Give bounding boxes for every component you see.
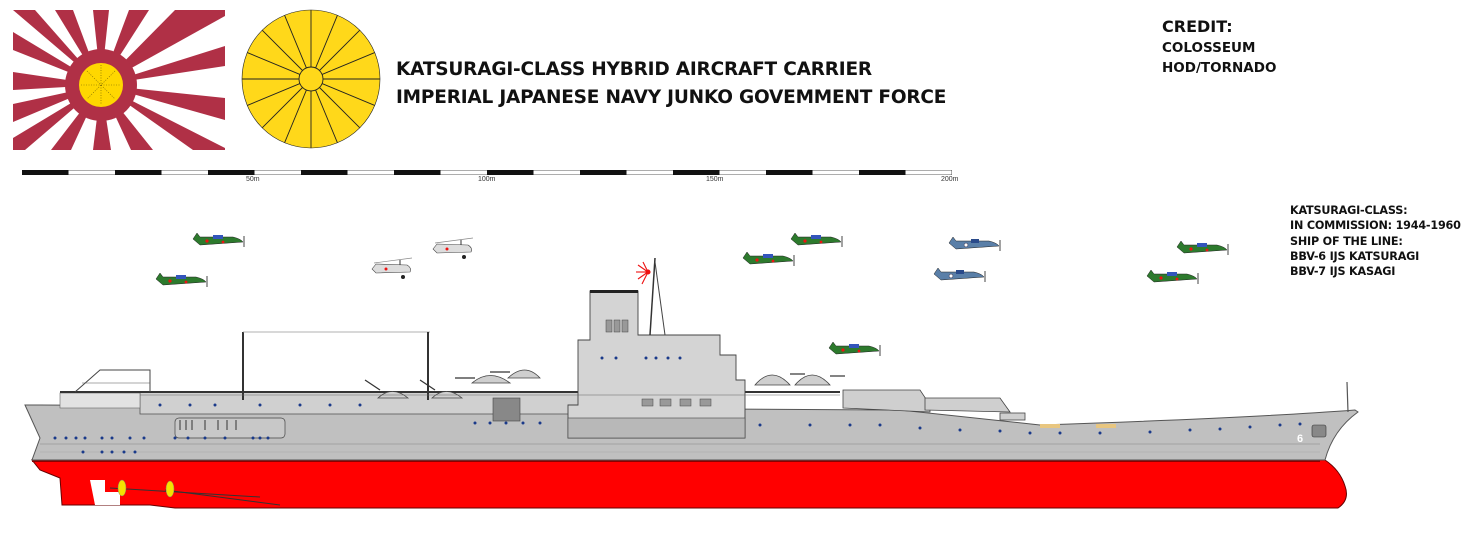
info-line: SHIP OF THE LINE: [1290,234,1403,248]
scale-label-200m: 200m [941,176,959,183]
info-line: KATSURAGI-CLASS: [1290,204,1408,217]
title-line-1: KATSURAGI-CLASS HYBRID AIRCRAFT CARRIER [396,59,872,80]
info-line: BBV-6 IJS KATSURAGI [1290,249,1420,263]
aircraft-fighter-icon [828,341,881,357]
bow-crest-icon [1311,424,1327,438]
info-line: IN COMMISSION: 1944-1960 [1290,219,1461,233]
aircraft-autogyro-icon [371,257,413,280]
ship-info-block: KATSURAGI-CLASS: IN COMMISSION: 1944-196… [1290,203,1461,279]
propeller-icon [165,480,175,498]
aircraft-fighter-icon [790,232,843,248]
scale-label-150m: 150m [706,176,724,183]
credit-name: HOD/TORNADO [1162,60,1277,76]
aircraft-fighter-icon [155,272,208,288]
rising-sun-flag-icon [13,10,225,150]
scale-bar [22,170,952,175]
title-block: KATSURAGI-CLASS HYBRID AIRCRAFT CARRIER … [396,56,946,112]
aircraft-fighter-icon [948,236,1001,252]
scale-label-50m: 50m [246,176,260,183]
credit-heading: CREDIT: [1162,17,1233,36]
aircraft-fighter-icon [1146,269,1199,285]
naval-ensign-icon [636,261,651,285]
propeller-icon [117,479,127,497]
credit-name: COLOSSEUM [1162,40,1256,56]
aircraft-autogyro-icon [432,237,474,260]
info-line: BBV-7 IJS KASAGI [1290,265,1396,279]
aircraft-fighter-icon [742,251,795,267]
aircraft-fighter-icon [933,267,986,283]
ship-profile-drawing: 6 [24,257,1359,509]
title-line-2: IMPERIAL JAPANESE NAVY JUNKO GOVEMMENT F… [396,87,947,108]
scale-label-100m: 100m [478,176,496,183]
chrysanthemum-seal-icon [241,9,381,149]
credit-block: CREDIT: COLOSSEUM HOD/TORNADO [1162,16,1276,78]
aircraft-fighter-icon [192,232,245,248]
aircraft-fighter-icon [1176,240,1229,256]
hull-number: 6 [1297,433,1303,445]
